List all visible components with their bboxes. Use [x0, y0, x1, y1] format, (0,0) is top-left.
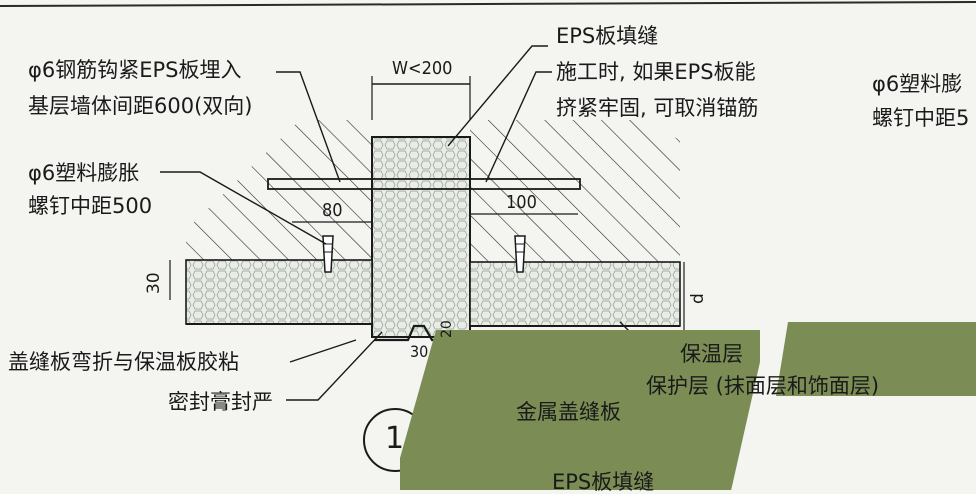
label-protective-layer: 保护层 (抹面层和饰面层)	[646, 374, 880, 398]
dim-left-anchor: 80	[322, 200, 343, 221]
label-right-screw-line2: 螺钉中距5	[872, 106, 970, 130]
label-eps-fill: EPS板填缝	[556, 24, 659, 48]
green-overlay-right	[776, 322, 976, 396]
dim-insulation-thickness: 30	[144, 272, 164, 294]
top-border	[0, 1, 976, 7]
expansion-screw-left	[322, 235, 334, 273]
insulation-right	[469, 261, 681, 327]
label-metal-cover: 金属盖缝板	[516, 400, 621, 424]
detail-number: 1	[385, 421, 405, 456]
label-insulation: 保温层	[680, 342, 743, 366]
label-cover-plate-bend: 盖缝板弯折与保温板胶粘	[8, 350, 239, 374]
eps-joint-filler	[371, 136, 471, 338]
label-right-screw: φ6塑料膨	[872, 72, 963, 96]
label-plastic-screw-line2: 螺钉中距500	[28, 194, 153, 218]
label-eps-fill-bottom: EPS板填缝	[552, 470, 655, 494]
label-sealant: 密封膏封严	[168, 390, 273, 414]
expansion-screw-right	[514, 235, 526, 273]
base-wall	[186, 120, 680, 262]
anchor-rebar	[267, 178, 581, 190]
label-anchor-rebar-line2: 基层墙体间距600(双向)	[28, 94, 253, 118]
label-anchor-rebar: φ6钢筋钩紧EPS板埋入	[28, 58, 242, 82]
label-construction-note: 施工时, 如果EPS板能	[556, 60, 756, 84]
green-overlay-band	[400, 330, 760, 490]
label-plastic-screw: φ6塑料膨胀	[28, 161, 140, 185]
insulation-left	[185, 259, 373, 325]
dim-offset-30: 30	[410, 342, 429, 361]
dim-gap-20: 20	[439, 320, 455, 338]
dim-right-anchor: 100	[506, 192, 537, 213]
label-construction-note-line2: 挤紧牢固, 可取消锚筋	[556, 96, 759, 120]
dim-layer-d: d	[688, 293, 708, 304]
dim-joint-width: W<200	[392, 58, 453, 79]
